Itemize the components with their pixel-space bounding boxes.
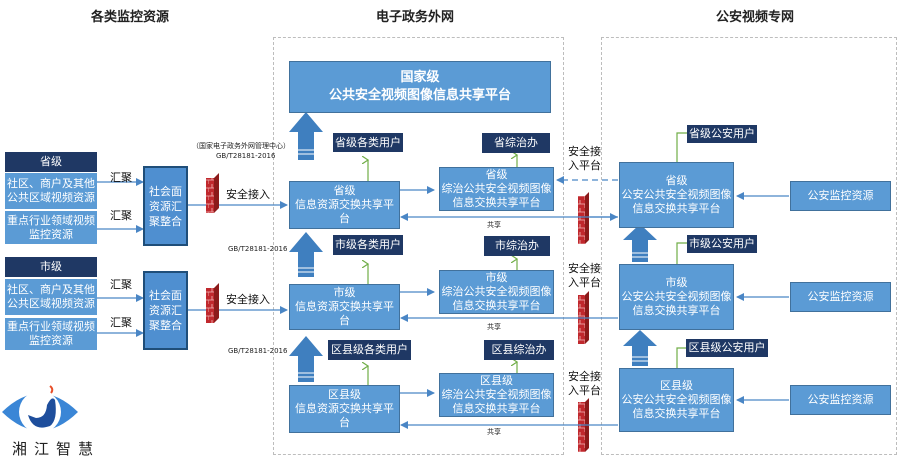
city-police-users: 市级公安用户 [687,235,757,253]
secure-access-platform-label: 安全接 入平台 [568,262,601,289]
province-public-area-video: 社区、商户及其他 公共区域视频资源 [5,173,97,209]
county-comprehensive-office: 区县综治办 [484,340,554,360]
exchange-to-zongzhi-arrows [400,186,435,397]
province-police-video-platform: 省级 公安公共安全视频图像 信息交换共享平台 [619,162,734,228]
share-label: 共享 [487,221,501,229]
county-info-exchange-platform: 区县级 信息资源交换共享平台 [289,385,400,433]
secure-access-platform-label: 安全接 入平台 [568,145,601,172]
national-video-sharing-platform: 国家级 公共安全视频图像信息共享平台 [289,61,551,113]
province-source-connectors [97,178,288,233]
standard-label: GB/T28181-2016 [228,347,288,355]
firewall-icon [578,192,589,244]
province-police-monitoring-source: 公安监控资源 [790,181,891,211]
mgmt-center-label: （国家电子政务外网管理中心） [192,142,290,150]
city-comprehensive-office: 市综治办 [484,236,550,256]
zone-police-network [601,37,897,455]
up-arrow-icon [289,112,323,160]
user-arrows [368,132,688,385]
county-zongzhi-platform: 区县级 综治公共安全视频图像 信息交换共享平台 [439,373,554,417]
province-info-exchange-platform: 省级 信息资源交换共享平台 [289,181,400,229]
up-arrow-icon [289,232,323,277]
national-platform-name: 公共安全视频图像信息共享平台 [328,88,511,103]
upward-report-arrows [289,112,657,382]
up-arrow-icon [623,224,657,262]
secure-access-platform-label: 安全接 入平台 [568,370,601,397]
city-police-monitoring-source: 公安监控资源 [790,282,891,312]
firewall-icon [206,283,219,323]
arrow-stripes [298,149,648,378]
zone-egov-network [273,37,564,455]
firewall-icon [206,173,219,213]
county-police-video-platform: 区县级 公安公共安全视频图像 信息交换共享平台 [619,368,734,432]
city-public-area-video: 社区、商户及其他 公共区域视频资源 [5,279,97,315]
logo-text: 湘江智慧 [12,440,101,458]
header-egov-network: 电子政务外网 [375,10,454,25]
police-source-arrows [736,192,789,404]
province-police-users: 省级公安用户 [687,125,757,143]
aggregate-label: 汇聚 [110,316,132,329]
county-users: 区县级各类用户 [328,340,411,360]
province-social-resource-integration: 社会面 资源汇 聚整合 [143,166,188,246]
county-police-monitoring-source: 公安监控资源 [790,385,891,415]
province-level-header: 省级 [5,152,97,172]
aggregate-label: 汇聚 [110,171,132,184]
city-level-header: 市级 [5,257,97,277]
aggregate-label: 汇聚 [110,209,132,222]
city-police-video-platform: 市级 公安公共安全视频图像 信息交换共享平台 [619,264,734,330]
share-arrows [400,213,618,429]
county-police-users: 区县级公安用户 [686,339,768,357]
city-social-resource-integration: 社会面 资源汇 聚整合 [143,271,188,350]
city-source-connectors [97,294,288,337]
logo-icon [2,385,78,433]
up-arrow-icon [289,336,323,382]
share-label: 共享 [487,428,501,436]
header-video-sources: 各类监控资源 [90,10,169,25]
province-users: 省级各类用户 [333,133,403,152]
standard-label: GB/T28181-2016 [216,152,276,160]
city-zongzhi-platform: 市级 综治公共安全视频图像 信息交换共享平台 [439,270,554,314]
share-label: 共享 [487,323,501,331]
aggregate-label: 汇聚 [110,278,132,291]
secure-access-label: 安全接入 [226,188,270,201]
province-key-industry-video: 重点行业领域视频 监控资源 [5,211,97,244]
province-zongzhi-platform: 省级 综治公共安全视频图像 信息交换共享平台 [439,167,554,211]
city-users: 市级各类用户 [333,235,403,255]
header-police-network: 公安视频专网 [715,10,794,25]
city-info-exchange-platform: 市级 信息资源交换共享平台 [289,284,400,330]
national-level-label: 国家级 [400,70,440,85]
secure-access-label: 安全接入 [226,293,270,306]
province-comprehensive-office: 省综治办 [482,133,550,153]
standard-label: GB/T28181-2016 [228,245,288,253]
up-arrow-icon [623,330,657,366]
city-key-industry-video: 重点行业领域视频 监控资源 [5,318,97,350]
